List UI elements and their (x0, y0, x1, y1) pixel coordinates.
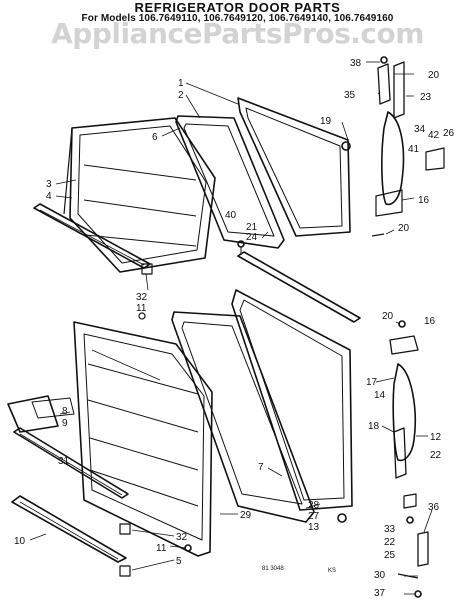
callout-20: 20 (428, 70, 440, 81)
callout-7: 7 (258, 462, 264, 473)
callout-10: 10 (14, 536, 26, 547)
callout-32: 32 (136, 292, 148, 303)
model-list: For Models 106.7649110, 106.7649120, 106… (81, 13, 394, 24)
callout-34: 34 (414, 124, 426, 135)
callout-labels: 1 2 6 3 4 40 21 24 32 11 19 38 20 35 23 … (14, 58, 455, 599)
callout-42: 42 (428, 130, 440, 141)
callout-4: 4 (46, 191, 52, 202)
callout-3: 3 (46, 179, 52, 190)
callout-28: 28 (308, 500, 320, 511)
door-shelf-bar-upper (13, 427, 129, 499)
callout-36: 36 (428, 502, 440, 513)
callout-13: 13 (308, 522, 320, 533)
callout-29: 29 (240, 510, 252, 521)
callout-5: 5 (176, 556, 182, 567)
watermark: AppliancePartsPros.com (51, 17, 424, 50)
diagram-title: REFRIGERATOR DOOR PARTS (134, 0, 341, 15)
callout-9: 9 (62, 418, 68, 429)
callout-6: 6 (152, 132, 158, 143)
callout-14: 14 (374, 390, 386, 401)
callout-2: 2 (178, 90, 184, 101)
freezer-handle-assembly (341, 56, 445, 237)
freezer-screw (138, 312, 146, 320)
callout-37: 37 (374, 588, 386, 599)
callout-35: 35 (344, 90, 356, 101)
callout-20: 20 (382, 311, 394, 322)
fresh-food-handle-assembly (389, 320, 429, 598)
diagram-code-right: KS (328, 568, 336, 574)
callout-17: 17 (366, 377, 378, 388)
callout-33: 33 (384, 524, 396, 535)
callout-22: 22 (430, 450, 442, 461)
callout-40: 40 (225, 210, 237, 221)
diagram-code-left: 81 3048 (262, 566, 284, 572)
callout-8: 8 (62, 406, 68, 417)
callout-1: 1 (178, 78, 184, 89)
fresh-food-door-panel (231, 289, 353, 511)
freezer-door-gasket-frame (175, 115, 285, 249)
callout-27: 27 (308, 511, 320, 522)
freezer-handle-bracket (141, 263, 153, 275)
fresh-food-door-liner (73, 321, 213, 557)
butter-compartment-door (7, 395, 75, 433)
fresh-food-gasket-frame (171, 311, 315, 523)
door-shelf-bar-lower (11, 495, 127, 563)
callout-26: 26 (443, 128, 455, 139)
callout-11: 11 (136, 303, 147, 314)
leader-lines (29, 61, 433, 595)
callout-16: 16 (424, 316, 436, 327)
callout-19: 19 (320, 116, 332, 127)
callout-24: 24 (246, 232, 258, 243)
callout-23: 23 (420, 92, 432, 103)
callout-21: 21 (246, 222, 258, 233)
callout-31: 31 (58, 456, 70, 467)
freezer-door-liner (63, 117, 216, 273)
callout-11: 11 (156, 543, 167, 554)
freezer-hinge-rod (237, 240, 361, 323)
callout-32: 32 (176, 532, 188, 543)
freezer-door-panel (237, 97, 351, 237)
callout-20: 20 (398, 223, 410, 234)
callout-16: 16 (418, 195, 430, 206)
callout-18: 18 (368, 421, 380, 432)
callout-38: 38 (350, 58, 362, 69)
callout-25: 25 (384, 550, 396, 561)
callout-22: 22 (384, 537, 396, 548)
callout-41: 41 (408, 144, 420, 155)
callout-12: 12 (430, 432, 442, 443)
callout-30: 30 (374, 570, 386, 581)
